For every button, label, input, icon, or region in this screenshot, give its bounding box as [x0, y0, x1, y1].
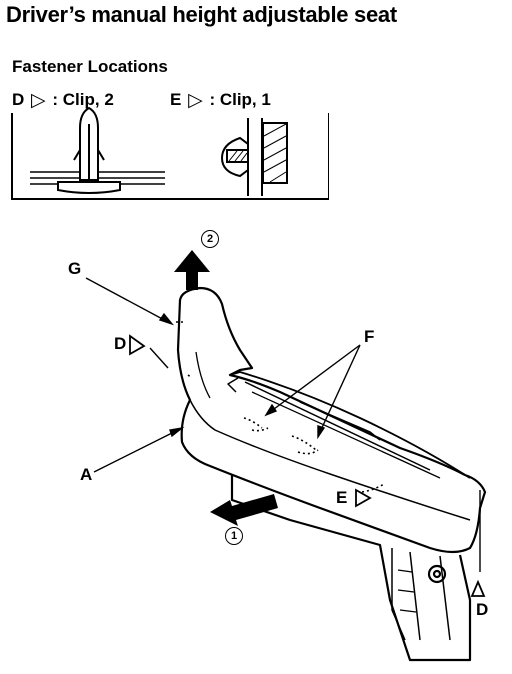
triangle-icon [129, 334, 146, 356]
leader-lines [85, 277, 481, 572]
legend-e-letter: E [170, 90, 182, 109]
step-1-marker: 1 [225, 527, 243, 545]
seat-side-trim [176, 286, 487, 662]
diagram-title: Driver’s manual height adjustable seat [6, 2, 397, 27]
legend-d-letter: D [12, 90, 25, 109]
callout-f: F [364, 327, 375, 346]
legend-clip-e: E ▷ : Clip, 1 [170, 90, 271, 110]
arrow-up-step-2 [174, 250, 210, 290]
callout-d-upper: D [114, 334, 127, 353]
clip-d-drawing [30, 106, 165, 194]
clip-marks [176, 321, 385, 493]
triangle-icon: ▷ [188, 90, 203, 111]
callout-g: G [68, 259, 82, 278]
step-2-marker: 2 [201, 230, 219, 248]
clip-e-drawing [220, 118, 288, 196]
legend-d-text: : Clip, 2 [52, 90, 114, 109]
triangle-icon [355, 488, 372, 508]
fastener-locations-heading: Fastener Locations [12, 57, 168, 76]
legend-e-text: : Clip, 1 [209, 90, 271, 109]
triangle-icon: ▷ [31, 90, 46, 111]
callout-a: A [80, 465, 93, 484]
legend-clip-d: D ▷ : Clip, 2 [12, 90, 114, 110]
callout-e: E [336, 488, 348, 507]
arrow-down-left-step-1 [210, 494, 278, 526]
callout-d-lower: D [476, 600, 489, 619]
marker-triangles [129, 334, 486, 597]
triangle-icon [470, 579, 486, 597]
fastener-inset-box [11, 113, 329, 200]
